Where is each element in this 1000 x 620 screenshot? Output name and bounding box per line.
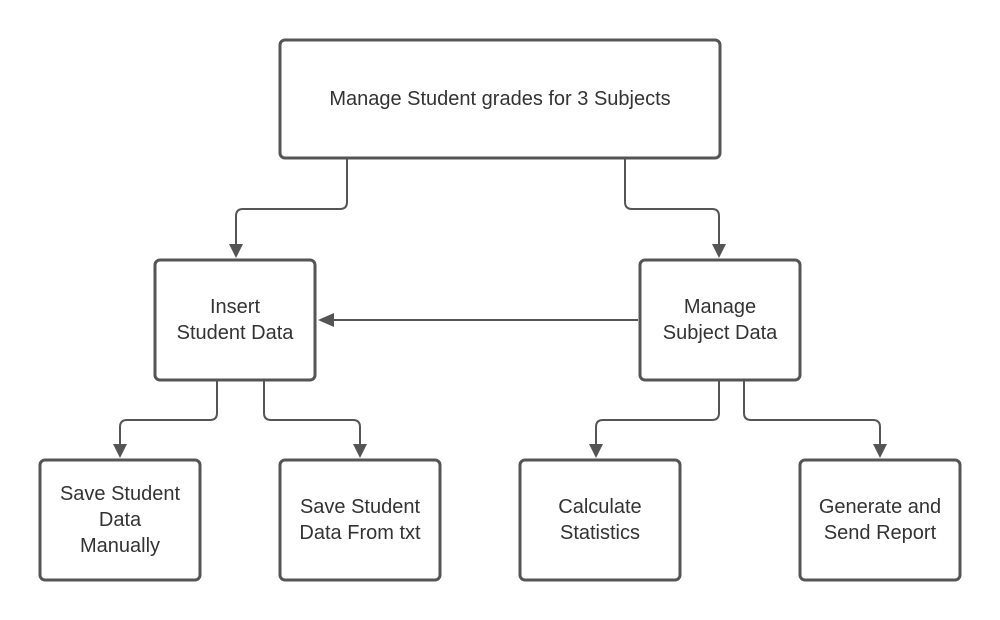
edge-manage-subject-to-report <box>743 380 881 446</box>
arrowhead-save-manual-top <box>113 444 127 458</box>
arrowhead-report-top <box>873 444 887 458</box>
node-save-manual-line-1: Save Student <box>59 483 181 505</box>
node-manage-subject-line-1: Manage <box>683 296 757 318</box>
edge-root-to-manage-subject <box>624 158 720 246</box>
node-save-txt-line-1: Save Student <box>299 496 421 518</box>
node-report-label: Generate and Send Report <box>800 460 960 580</box>
node-box-manage-subject[interactable] <box>638 258 802 382</box>
node-manage-subject-label: Manage Subject Data <box>640 260 800 380</box>
node-save-manual-line-3: Manually <box>79 535 161 557</box>
node-root-label: Manage Student grades for 3 Subjects <box>280 40 720 158</box>
node-report-line-1: Generate and <box>818 496 942 518</box>
edge-insert-to-save-txt <box>263 380 361 446</box>
arrowhead-save-txt-top <box>353 444 367 458</box>
arrowhead-insert-right <box>318 313 334 327</box>
node-report-line-2: Send Report <box>823 522 937 544</box>
node-insert-label: Insert Student Data <box>155 260 315 380</box>
node-box-insert[interactable] <box>153 258 317 382</box>
node-box-save-manual[interactable] <box>38 458 202 582</box>
arrowhead-insert-top <box>229 244 243 258</box>
node-calculate-label: Calculate Statistics <box>520 460 680 580</box>
node-insert-line-2: Student Data <box>176 322 294 344</box>
node-root-line-1: Manage Student grades for 3 Subjects <box>329 88 671 110</box>
node-box-report[interactable] <box>798 458 962 582</box>
node-calculate-line-1: Calculate <box>558 496 642 518</box>
arrowhead-manage-subject-top <box>712 244 726 258</box>
node-box-calculate[interactable] <box>518 458 682 582</box>
edge-manage-subject-to-calculate <box>595 380 720 446</box>
edge-root-to-insert <box>235 158 348 246</box>
node-box-root[interactable] <box>278 38 722 160</box>
node-save-txt-label: Save Student Data From txt <box>280 460 440 580</box>
node-insert-line-1: Insert <box>209 296 261 318</box>
node-manage-subject-line-2: Subject Data <box>662 322 778 344</box>
node-save-manual-label: Save Student Data Manually <box>40 460 200 580</box>
node-calculate-line-2: Statistics <box>559 522 641 544</box>
edge-insert-to-save-manual <box>119 380 218 446</box>
node-save-txt-line-2: Data From txt <box>299 522 421 544</box>
arrowhead-calculate-top <box>589 444 603 458</box>
node-box-save-txt[interactable] <box>278 458 442 582</box>
node-save-manual-line-2: Data <box>98 509 142 531</box>
